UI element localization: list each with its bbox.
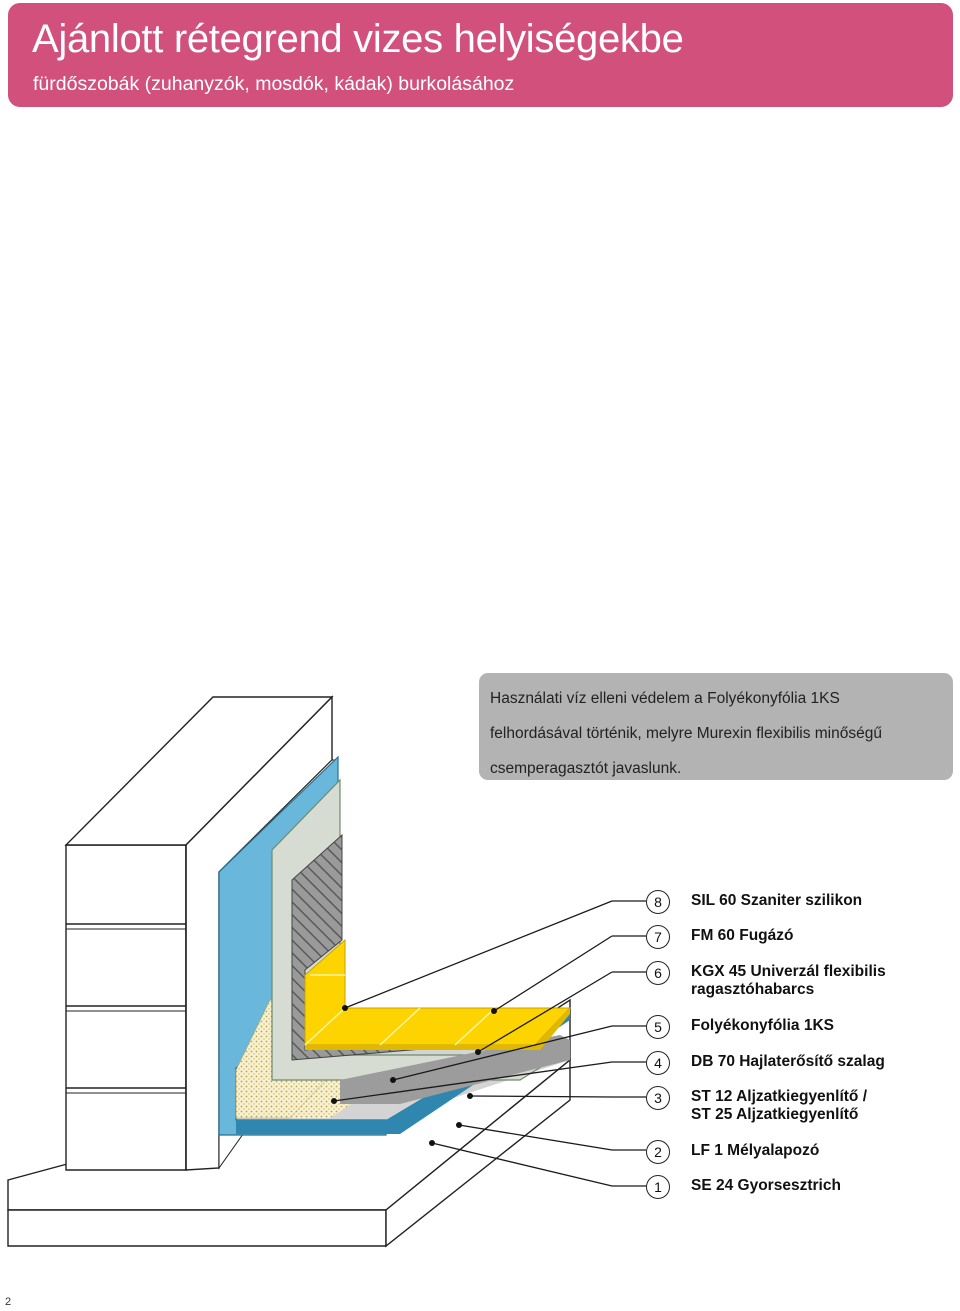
legend-label: FM 60 Fugázó <box>691 927 794 944</box>
layer-tiles <box>304 938 572 1046</box>
legend-label: SIL 60 Szaniter szilikon <box>691 892 863 909</box>
legend-label: ST 12 Aljzatkiegyenlítő / ST 25 Aljzatki… <box>691 1088 868 1123</box>
note-line: Használati víz elleni védelem a Folyékon… <box>490 690 840 707</box>
legend-number: 2 <box>646 1140 670 1164</box>
leader-lines <box>333 900 646 1187</box>
note-line: csemperagasztót javaslunk. <box>490 760 682 777</box>
masonry-wall <box>64 695 334 1171</box>
page-number: 2 <box>5 1296 12 1308</box>
layer-waterproofing-floor <box>236 1010 570 1134</box>
legend-label: LF 1 Mélyalapozó <box>691 1142 820 1159</box>
note-line: felhordásával történik, melyre Murexin f… <box>490 725 882 742</box>
page-subtitle: fürdőszobák (zuhanyzók, mosdók, kádak) b… <box>33 73 515 95</box>
layer-substrate <box>340 1035 570 1104</box>
leader-dots <box>331 1005 497 1146</box>
legend-label: Folyékonyfólia 1KS <box>691 1017 834 1034</box>
legend-number: 6 <box>646 961 670 985</box>
layer-tiles-edge <box>305 1008 570 1050</box>
legend-number: 1 <box>646 1175 670 1199</box>
legend-label: DB 70 Hajlaterősítő szalag <box>691 1053 885 1070</box>
info-note: Használati víz elleni védelem a Folyékon… <box>479 673 953 780</box>
legend-number: 5 <box>646 1015 670 1039</box>
legend-label: KGX 45 Univerzál flexibilis ragasztóhaba… <box>691 963 886 998</box>
header-banner: Ajánlott rétegrend vizes helyiségekbe fü… <box>8 3 953 107</box>
tile-joints <box>304 974 496 1046</box>
legend-label: SE 24 Gyorsesztrich <box>691 1177 841 1194</box>
layer-legend: 8 SIL 60 Szaniter szilikon 7 FM 60 Fugáz… <box>646 890 946 1210</box>
page-title: Ajánlott rétegrend vizes helyiségekbe <box>32 17 684 61</box>
legend-number: 4 <box>646 1051 670 1075</box>
legend-number: 7 <box>646 925 670 949</box>
legend-number: 8 <box>646 890 670 914</box>
legend-number: 3 <box>646 1086 670 1110</box>
